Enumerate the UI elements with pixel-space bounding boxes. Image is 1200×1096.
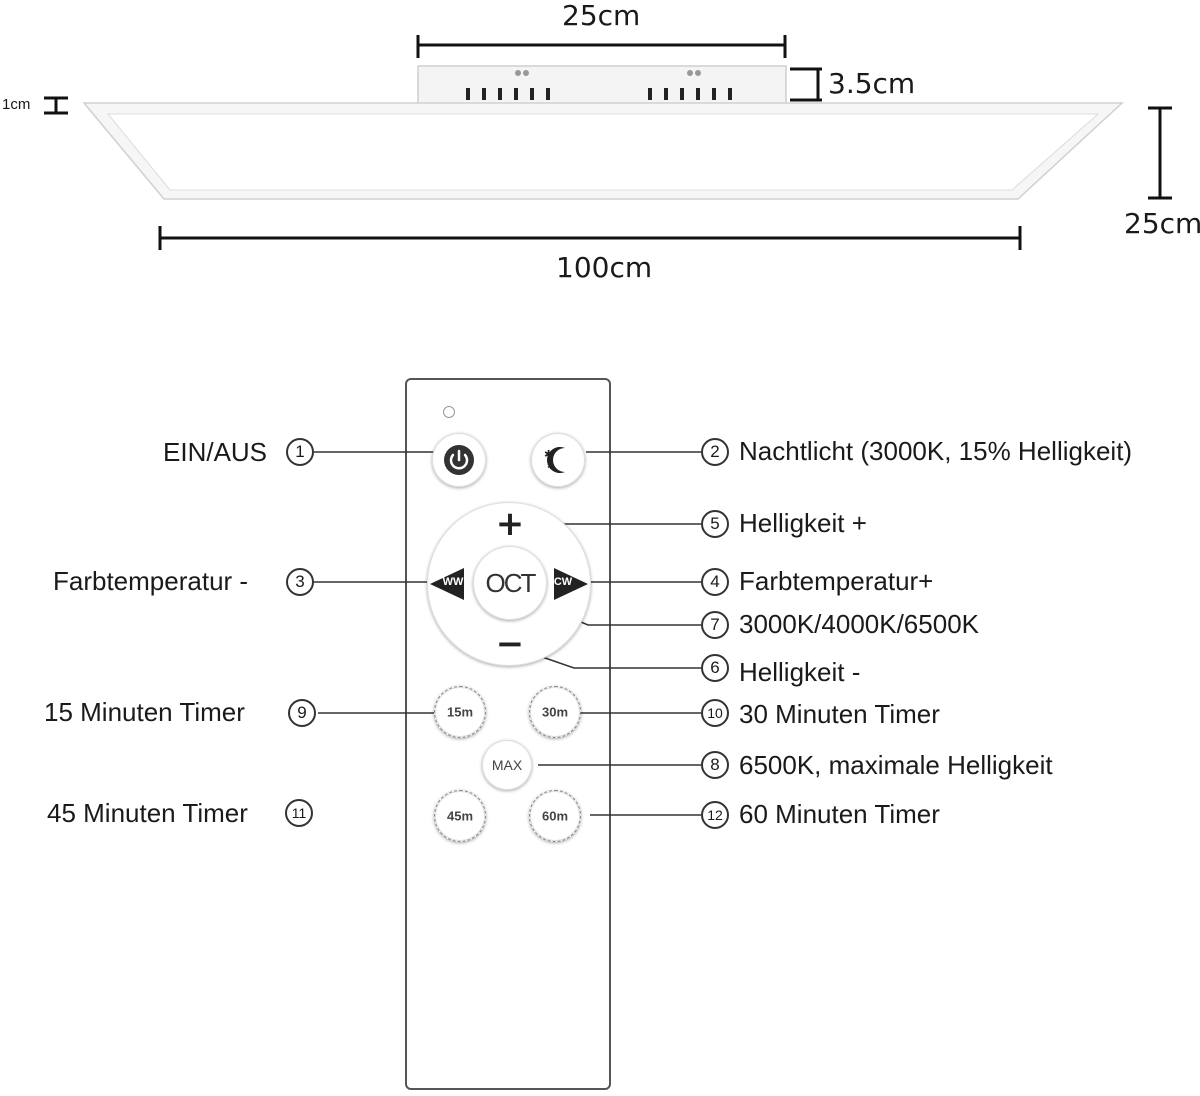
cw-arrow-icon[interactable] xyxy=(550,564,590,604)
callout-11-label: 45 Minuten Timer xyxy=(47,798,248,828)
moon-stars-icon: ✱ ✱ xyxy=(544,447,565,473)
callout-4-label: Farbtemperatur+ xyxy=(739,566,934,596)
panel-drawing xyxy=(44,35,1172,250)
timer-45-label: 45m xyxy=(446,808,474,824)
callout-12-number: 12 xyxy=(701,801,729,829)
driver-vents xyxy=(466,88,732,100)
night-light-button[interactable]: ✱ ✱ xyxy=(531,433,585,487)
callout-9-label: 15 Minuten Timer xyxy=(44,697,245,727)
ww-label: WW xyxy=(442,576,464,588)
driver-width-label: 25cm xyxy=(562,0,641,32)
timer-15-label: 15m xyxy=(446,704,474,720)
callout-10-label: 30 Minuten Timer xyxy=(739,699,940,729)
frame-thickness-label: 1cm xyxy=(2,96,31,113)
callout-2-number: 2 xyxy=(701,438,729,466)
timer-60-label: 60m xyxy=(541,808,569,824)
max-label: MAX xyxy=(491,757,523,773)
callout-9-number: 9 xyxy=(288,699,316,727)
ir-led-indicator xyxy=(443,406,455,418)
callout-6-number: 6 xyxy=(701,654,729,682)
remote-control xyxy=(405,378,611,1090)
panel-length-label: 100cm xyxy=(556,251,653,284)
cw-label: CW xyxy=(553,576,573,588)
callout-4-number: 4 xyxy=(701,568,729,596)
callout-3-label: Farbtemperatur - xyxy=(53,566,249,596)
oct-label: OCT xyxy=(485,568,537,598)
oct-button[interactable]: OCT xyxy=(473,546,547,620)
callout-1-label: EIN/AUS xyxy=(163,437,268,467)
callout-5-label: Helligkeit + xyxy=(739,508,867,538)
brightness-minus-button[interactable]: − xyxy=(495,624,525,664)
driver-height-label: 3.5cm xyxy=(828,67,916,100)
callout-10-number: 10 xyxy=(701,699,729,727)
callout-8-number: 8 xyxy=(701,751,729,779)
timer-45-button[interactable]: 45m xyxy=(434,790,486,842)
callout-1-number: 1 xyxy=(286,438,314,466)
callout-3-number: 3 xyxy=(286,568,314,596)
brightness-plus-button[interactable]: + xyxy=(495,504,525,544)
panel-surface xyxy=(106,113,1100,191)
callout-7-label: 3000K/4000K/6500K xyxy=(739,609,979,639)
callout-2-label: Nachtlicht (3000K, 15% Helligkeit) xyxy=(739,436,1133,466)
timer-30-button[interactable]: 30m xyxy=(529,686,581,738)
callout-12-label: 60 Minuten Timer xyxy=(739,799,940,829)
callout-8-label: 6500K, maximale Helligkeit xyxy=(739,750,1053,780)
panel-depth-label: 25cm xyxy=(1124,207,1200,240)
callout-5-number: 5 xyxy=(701,510,729,538)
power-button[interactable] xyxy=(432,433,486,487)
svg-text:✱: ✱ xyxy=(547,462,555,472)
callout-11-number: 11 xyxy=(285,799,313,827)
ww-arrow-icon[interactable] xyxy=(428,564,468,604)
power-icon xyxy=(444,445,474,475)
timer-60-button[interactable]: 60m xyxy=(529,790,581,842)
driver-box xyxy=(417,65,787,105)
timer-15-button[interactable]: 15m xyxy=(434,686,486,738)
svg-text:✱: ✱ xyxy=(544,448,553,461)
timer-30-label: 30m xyxy=(541,704,569,720)
max-button[interactable]: MAX xyxy=(482,740,532,790)
callout-7-number: 7 xyxy=(701,611,729,639)
callout-6-label: Helligkeit - xyxy=(739,657,861,687)
driver-screws xyxy=(515,70,701,76)
